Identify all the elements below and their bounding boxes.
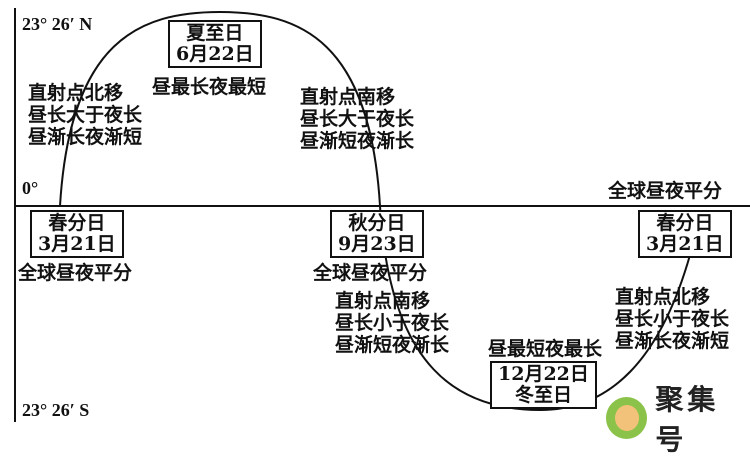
north-latitude-label: 23° 26′ N [22,14,93,34]
text-line: 昼长小于夜长 [615,308,730,330]
text-line: 春分日 [48,212,106,234]
text-line: 昼渐短夜渐长 [335,334,450,356]
phase4-text: 直射点北移昼长小于夜长昼渐长夜渐短 [615,286,729,352]
mascot-icon [606,397,648,439]
text-line: 昼长小于夜长 [335,312,450,334]
winter-solstice-note: 昼最短夜最长 [488,338,603,360]
watermark-logo: 聚集号 [606,378,750,458]
text-line: 12月22日 [498,363,589,385]
text-line: 昼长大于夜长 [300,108,415,130]
text-line: 直射点北移 [28,82,124,104]
text-line: 昼渐长夜渐短 [28,126,143,148]
left-equinox-note: 全球昼夜平分 [18,262,133,284]
phase1-text: 直射点北移昼长大于夜长昼渐长夜渐短 [28,82,142,148]
summer-solstice-box: 夏至日 6月22日 [168,20,262,68]
text-line: 昼长大于夜长 [28,104,143,126]
autumn-equinox-note: 全球昼夜平分 [313,262,428,284]
equator-label: 0° [22,178,39,198]
watermark-text: 聚集号 [655,383,720,456]
text-line: 直射点南移 [335,290,431,312]
right-equinox-note: 全球昼夜平分 [608,180,723,202]
text-line: 昼渐短夜渐长 [300,130,415,152]
text-line: 昼渐长夜渐短 [615,330,730,352]
summer-solstice-date: 6月22日 [176,43,254,65]
winter-solstice-box: 12月22日冬至日 [490,361,597,409]
south-latitude-label: 23° 26′ S [22,400,90,420]
text-line: 直射点北移 [615,286,711,308]
text-line: 9月23日 [338,233,416,255]
text-line: 3月21日 [38,233,116,255]
text-line: 春分日 [656,212,714,234]
summer-solstice-note: 昼最长夜最短 [152,76,267,98]
text-line: 直射点南移 [300,86,396,108]
phase2-text: 直射点南移昼长大于夜长昼渐短夜渐长 [300,86,414,152]
text-line: 秋分日 [348,212,406,234]
phase3-text: 直射点南移昼长小于夜长昼渐短夜渐长 [335,290,449,356]
summer-solstice-name: 夏至日 [186,22,244,44]
text-line: 冬至日 [514,384,572,406]
text-line: 3月21日 [646,233,724,255]
